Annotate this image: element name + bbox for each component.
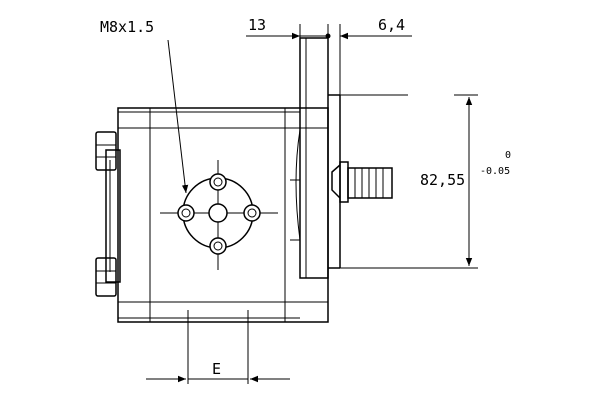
dim-e-label: E — [212, 360, 221, 378]
threaded-hole-top — [209, 173, 227, 191]
thread-callout: M8x1.5 — [100, 18, 189, 194]
drive-shaft — [331, 161, 393, 203]
bolt-head-top — [95, 131, 117, 171]
bolt-head-bottom — [95, 257, 117, 297]
threaded-hole-bottom — [209, 237, 227, 255]
dimension-6-4: 6,4 — [339, 16, 412, 95]
dimension-82-55: 82,55 0 -0.05 — [340, 94, 511, 269]
dimension-13: 13 — [246, 16, 331, 40]
tolerance-upper: 0 — [505, 150, 511, 161]
dim-6-4-label: 6,4 — [378, 16, 405, 34]
threaded-hole-right — [243, 204, 261, 222]
port-center-hole — [208, 203, 228, 223]
dim-82-55-label: 82,55 — [420, 171, 465, 189]
thread-label: M8x1.5 — [100, 18, 154, 36]
tolerance-lower: -0.05 — [480, 166, 510, 177]
mounting-flange — [290, 37, 341, 279]
dimension-e: E — [146, 310, 290, 384]
threaded-hole-left — [177, 204, 195, 222]
dim-13-label: 13 — [248, 16, 266, 34]
